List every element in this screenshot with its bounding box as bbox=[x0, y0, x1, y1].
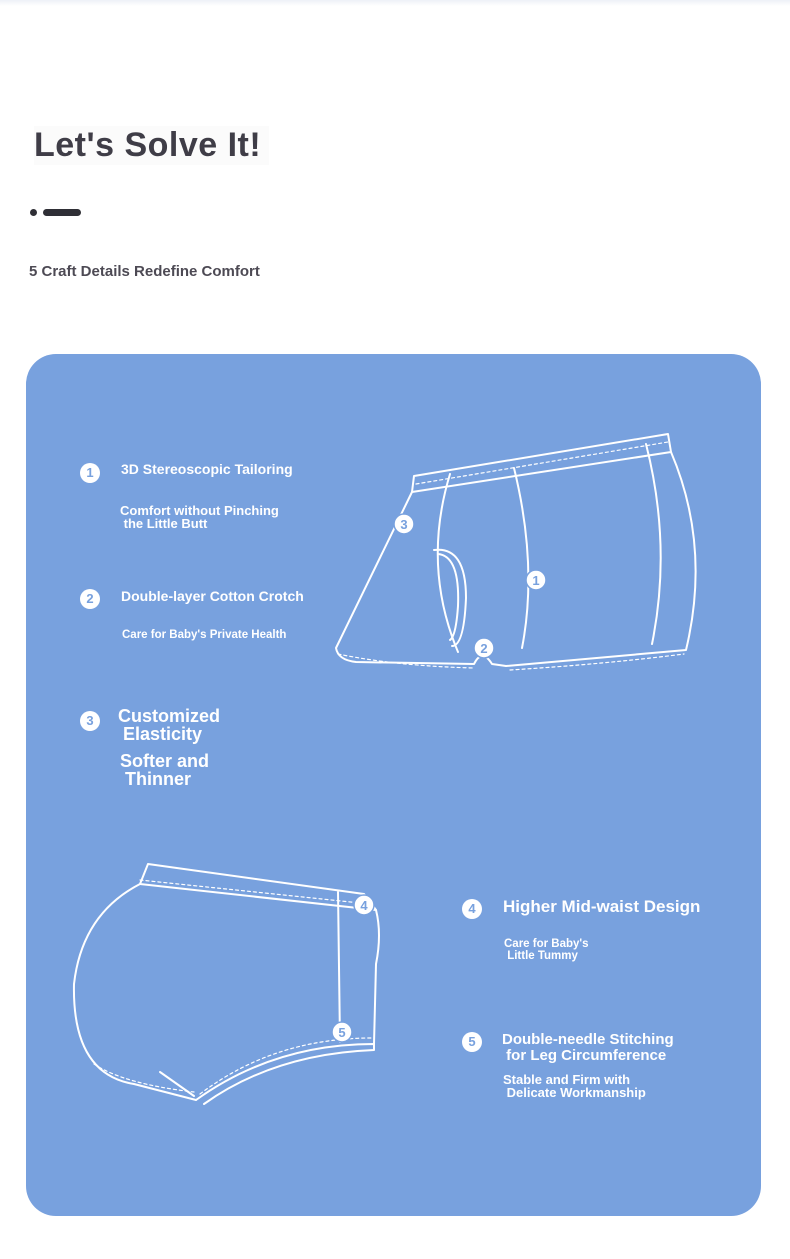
feature-number-1: 1 bbox=[80, 463, 100, 483]
feature-number-2: 2 bbox=[80, 589, 100, 609]
back-markers: 4 5 bbox=[331, 894, 375, 1043]
feature-number-4: 4 bbox=[462, 899, 482, 919]
front-marker-3-label: 3 bbox=[400, 517, 407, 532]
decor-dot bbox=[30, 209, 37, 216]
page-subtitle: 5 Craft Details Redefine Comfort bbox=[29, 263, 260, 280]
feature-title-2: Double-layer Cotton Crotch bbox=[121, 588, 304, 604]
back-marker-5-label: 5 bbox=[338, 1025, 345, 1040]
top-strip bbox=[0, 0, 790, 6]
front-markers: 3 1 2 bbox=[393, 513, 547, 659]
feature-title-1: 3D Stereoscopic Tailoring bbox=[121, 461, 293, 477]
feature-title-5: Double-needle Stitching for Leg Circumfe… bbox=[502, 1031, 674, 1064]
feature-desc-5: Stable and Firm with Delicate Workmanshi… bbox=[503, 1072, 646, 1100]
front-marker-2 bbox=[473, 637, 495, 659]
feature-desc-2: Care for Baby's Private Health bbox=[122, 629, 287, 641]
page-title: Let's Solve It! bbox=[34, 126, 270, 165]
features-panel: 1 3D Stereoscopic Tailoring Comfort with… bbox=[26, 354, 761, 1216]
feature-title-4: Higher Mid-waist Design bbox=[503, 897, 701, 916]
back-marker-5 bbox=[331, 1021, 353, 1043]
feature-number-3: 3 bbox=[80, 711, 100, 731]
front-boxer-illustration: 3 1 2 bbox=[335, 433, 697, 671]
front-marker-2-label: 2 bbox=[480, 641, 487, 656]
front-marker-1-label: 1 bbox=[532, 573, 539, 588]
feature-desc-1: Comfort without Pinching the Little Butt bbox=[120, 503, 279, 531]
feature-number-5: 5 bbox=[462, 1032, 482, 1052]
back-boxer-illustration: 4 5 bbox=[72, 863, 380, 1105]
front-marker-3 bbox=[393, 513, 415, 535]
decor-dash bbox=[43, 209, 81, 216]
feature-desc-3: Softer and Thinner bbox=[120, 751, 210, 789]
back-marker-4 bbox=[353, 894, 375, 916]
front-marker-1 bbox=[525, 569, 547, 591]
feature-title-3: Customized Elasticity bbox=[118, 706, 221, 744]
back-marker-4-label: 4 bbox=[360, 898, 368, 913]
feature-desc-4: Care for Baby's Little Tummy bbox=[504, 938, 589, 962]
